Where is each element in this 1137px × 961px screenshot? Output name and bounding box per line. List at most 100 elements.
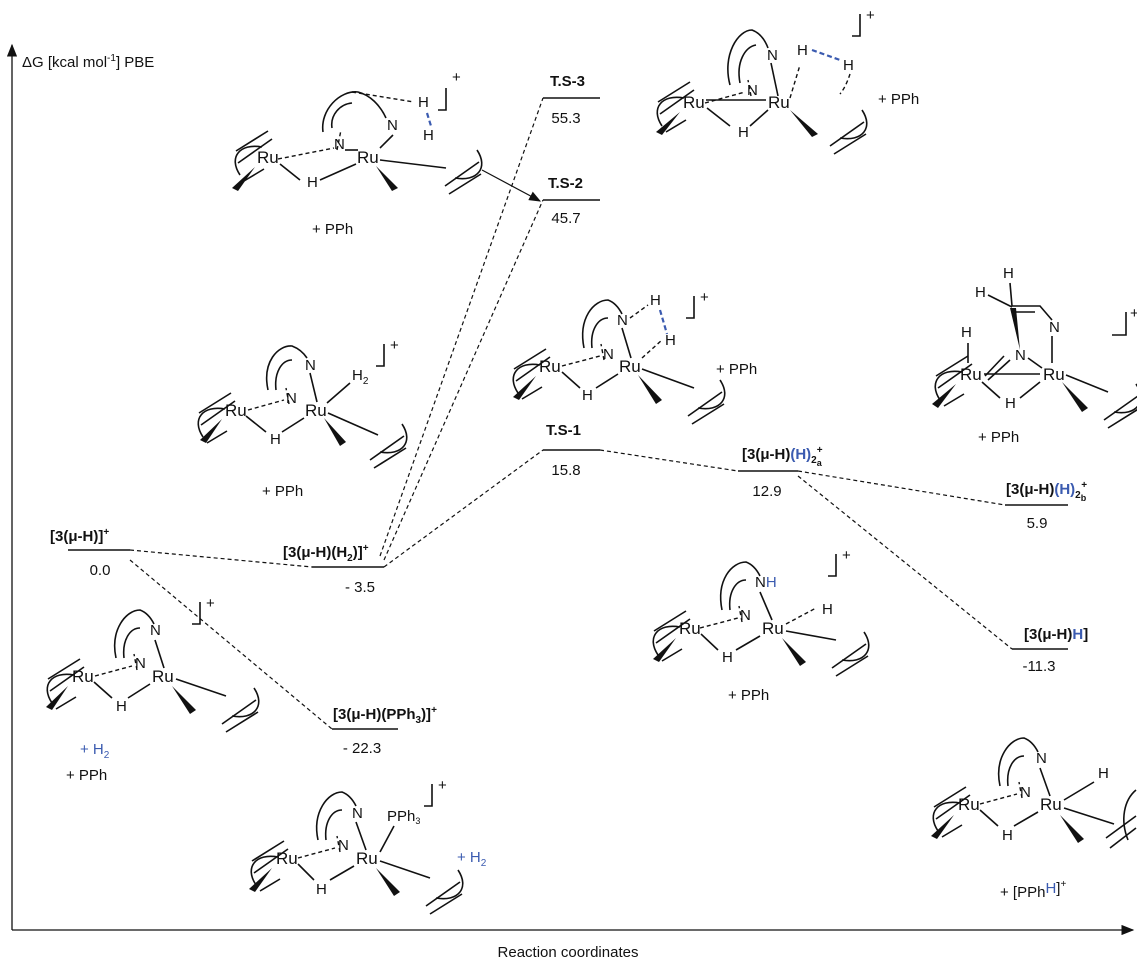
svg-text:+: + [700, 289, 709, 306]
svg-text:12.9: 12.9 [752, 483, 781, 500]
svg-text:Ru: Ru [152, 667, 174, 686]
level-s0: [3(μ-H)]+ 0.0 [50, 527, 130, 579]
level-ts1: T.S-1 15.8 [543, 422, 600, 479]
structure-s0: Ru Ru N N H + + H2 + PPh [46, 595, 260, 784]
svg-text:+: + [452, 69, 461, 86]
svg-text:Ru: Ru [356, 849, 378, 868]
structure-s4: Ru Ru N N H H + [PPhH]+ [931, 737, 1137, 901]
svg-text:H: H [307, 174, 318, 191]
svg-text:H: H [1003, 265, 1014, 282]
svg-text:+ PPh: + PPh [978, 429, 1019, 446]
level-s4: [3(μ-H)H] -11.3 [1012, 626, 1088, 675]
svg-text:H: H [722, 649, 733, 666]
svg-text:45.7: 45.7 [551, 210, 580, 227]
svg-text:Ru: Ru [679, 619, 701, 638]
level-s3b: [3(μ-H)(H)2b+ 5.9 [1005, 480, 1087, 532]
svg-text:H: H [1002, 827, 1013, 844]
svg-text:H: H [738, 124, 749, 141]
svg-text:+: + [438, 777, 447, 794]
svg-text:H: H [650, 292, 661, 309]
svg-text:T.S-1: T.S-1 [546, 422, 581, 439]
svg-text:H: H [665, 332, 676, 349]
svg-text:Ru: Ru [305, 401, 327, 420]
y-axis-label: ΔG [kcal mol-1] PBE [22, 53, 154, 71]
svg-text:N: N [352, 805, 363, 822]
structure-ts3: Ru Ru N N H H H + + PPh [656, 7, 919, 155]
svg-text:H: H [961, 324, 972, 341]
svg-text:- 3.5: - 3.5 [345, 579, 375, 596]
svg-text:N: N [150, 622, 161, 639]
svg-text:H2: H2 [352, 367, 369, 387]
connectors [129, 97, 1013, 730]
level-ts2: T.S-2 45.7 [543, 175, 600, 227]
svg-text:N: N [1020, 784, 1031, 801]
svg-text:Ru: Ru [225, 401, 247, 420]
svg-text:+ PPh: + PPh [312, 221, 353, 238]
svg-text:H: H [975, 284, 986, 301]
svg-text:N: N [135, 655, 146, 672]
structure-ts1: Ru Ru N N H H H + + PPh [512, 289, 757, 425]
svg-text:N: N [305, 357, 316, 374]
svg-text:N: N [603, 346, 614, 363]
svg-text:+ PPh: + PPh [716, 361, 757, 378]
ts2-pointer-arrow [481, 169, 542, 202]
svg-text:H: H [1005, 395, 1016, 412]
svg-text:15.8: 15.8 [551, 462, 580, 479]
level-s1: [3(μ-H)(H2)]+ - 3.5 [283, 543, 384, 596]
svg-text:[3(μ-H)(H2)]+: [3(μ-H)(H2)]+ [283, 543, 369, 564]
svg-text:T.S-2: T.S-2 [548, 175, 583, 192]
svg-text:Ru: Ru [257, 148, 279, 167]
svg-text:PPh3: PPh3 [387, 808, 420, 826]
svg-text:[3(μ-H)H]: [3(μ-H)H] [1024, 626, 1088, 643]
structure-s1: Ru Ru N N H H2 + + PPh [197, 337, 408, 500]
svg-text:55.3: 55.3 [551, 110, 580, 127]
svg-text:+ PPh: + PPh [878, 91, 919, 108]
svg-text:Ru: Ru [1043, 365, 1065, 384]
svg-text:+: + [866, 7, 875, 24]
svg-text:+: + [1130, 305, 1137, 322]
svg-text:Ru: Ru [357, 148, 379, 167]
svg-text:Ru: Ru [768, 93, 790, 112]
svg-text:5.9: 5.9 [1027, 515, 1048, 532]
svg-text:[3(μ-H)]+: [3(μ-H)]+ [50, 527, 109, 545]
svg-text:H: H [316, 881, 327, 898]
svg-text:Ru: Ru [1040, 795, 1062, 814]
svg-text:H: H [423, 127, 434, 144]
svg-text:Ru: Ru [619, 357, 641, 376]
svg-text:+: + [206, 595, 215, 612]
svg-text:[3(μ-H)(H)2b+: [3(μ-H)(H)2b+ [1006, 480, 1087, 503]
svg-text:H: H [418, 94, 429, 111]
structure-s2: Ru Ru N N H PPh3 + + H2 [249, 777, 487, 915]
svg-text:Ru: Ru [539, 357, 561, 376]
svg-text:- 22.3: - 22.3 [343, 740, 381, 757]
svg-text:N: N [740, 607, 751, 624]
svg-text:N: N [286, 390, 297, 407]
svg-text:N: N [1049, 319, 1060, 336]
svg-text:N: N [338, 837, 349, 854]
svg-text:N: N [1015, 347, 1026, 364]
svg-text:+: + [842, 547, 851, 564]
svg-text:H: H [797, 42, 808, 59]
level-s2: [3(μ-H)(PPh3)]+ - 22.3 [332, 705, 437, 757]
svg-text:H: H [582, 387, 593, 404]
structure-ts2: Ru Ru N N H H H + + PPh [232, 69, 483, 238]
x-axis-label: Reaction coordinates [498, 944, 639, 961]
svg-text:N: N [617, 312, 628, 329]
svg-text:N: N [767, 47, 778, 64]
svg-text:Ru: Ru [276, 849, 298, 868]
level-ts3: T.S-3 55.3 [543, 73, 600, 127]
svg-text:H: H [1098, 765, 1109, 782]
svg-text:Ru: Ru [960, 365, 982, 384]
svg-text:[3(μ-H)(PPh3)]+: [3(μ-H)(PPh3)]+ [333, 705, 437, 726]
svg-text:H: H [116, 698, 127, 715]
svg-text:-11.3: -11.3 [1022, 658, 1055, 675]
svg-text:H: H [843, 57, 854, 74]
svg-text:H: H [270, 431, 281, 448]
svg-text:+ H2: + H2 [457, 849, 487, 869]
svg-text:[3(μ-H)(H)2a+: [3(μ-H)(H)2a+ [742, 445, 823, 468]
svg-text:+ PPh: + PPh [262, 483, 303, 500]
svg-text:+ PPh: + PPh [66, 767, 107, 784]
svg-text:H: H [822, 601, 833, 618]
svg-text:+ [PPhH]+: + [PPhH]+ [1000, 879, 1066, 901]
svg-text:Ru: Ru [762, 619, 784, 638]
